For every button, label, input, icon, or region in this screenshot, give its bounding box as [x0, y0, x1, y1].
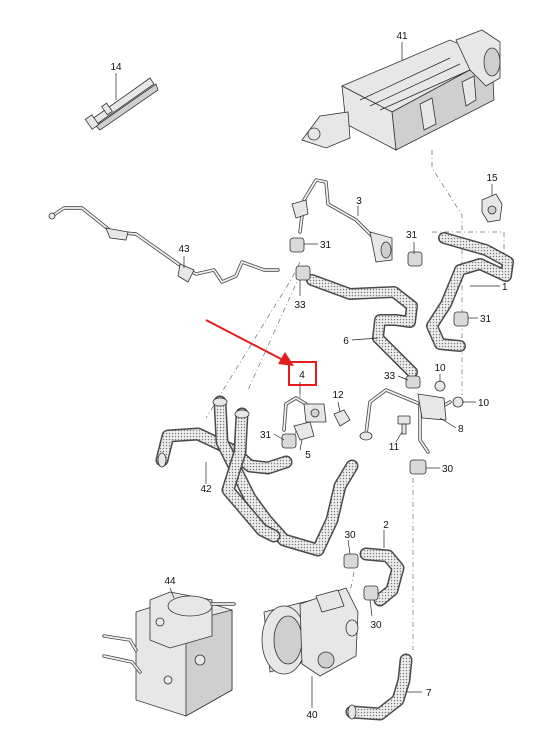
highlight-arrow	[205, 319, 284, 361]
label-15[interactable]: 15	[486, 173, 498, 184]
part-5-seal[interactable]	[293, 421, 315, 441]
clamp-33-upper[interactable]	[295, 265, 311, 281]
part-12-nut[interactable]	[333, 409, 351, 427]
label-14[interactable]: 14	[110, 62, 122, 73]
label-33-a[interactable]: 33	[294, 300, 306, 311]
label-30-a[interactable]: 30	[442, 464, 454, 475]
label-44[interactable]: 44	[164, 576, 176, 587]
clamp-31-far-right[interactable]	[453, 311, 469, 327]
label-31-d[interactable]: 31	[260, 430, 272, 441]
part-40-pump[interactable]	[261, 587, 359, 677]
seal-10-a[interactable]	[434, 380, 446, 392]
part-11-bolt[interactable]	[397, 415, 411, 435]
label-7[interactable]: 7	[426, 688, 432, 699]
part-6-hose[interactable]	[306, 274, 418, 378]
part-41-cooler[interactable]	[301, 29, 501, 151]
label-43[interactable]: 43	[178, 244, 190, 255]
label-41[interactable]: 41	[396, 31, 408, 42]
clamp-31-right[interactable]	[407, 251, 423, 267]
leader-lines	[115, 42, 500, 708]
label-5[interactable]: 5	[305, 450, 311, 461]
part-1-hose[interactable]	[426, 232, 514, 352]
highlight-part-4	[205, 319, 317, 386]
label-31-b[interactable]: 31	[406, 230, 418, 241]
label-10-b[interactable]: 10	[478, 398, 490, 409]
part-labels: 41 14 15 3 31 31 43 33 1 31 6 4 10 33 12…	[110, 31, 508, 721]
label-6[interactable]: 6	[343, 336, 349, 347]
highlight-box	[288, 361, 317, 386]
label-33-b[interactable]: 33	[384, 371, 396, 382]
clamp-30-low[interactable]	[363, 585, 379, 601]
part-44-housing[interactable]	[102, 591, 236, 717]
label-31-c[interactable]: 31	[480, 314, 492, 325]
part-8-pipe[interactable]	[359, 388, 452, 454]
clamp-31-upper[interactable]	[289, 237, 305, 253]
clamp-30-mid[interactable]	[343, 553, 359, 569]
part-43-pipe[interactable]	[48, 206, 280, 284]
label-30-c[interactable]: 30	[370, 620, 382, 631]
label-42[interactable]: 42	[200, 484, 212, 495]
label-40[interactable]: 40	[306, 710, 318, 721]
label-31-a[interactable]: 31	[320, 240, 332, 251]
clamp-31-lower[interactable]	[281, 433, 297, 449]
part-7-hose[interactable]	[345, 653, 413, 721]
label-1[interactable]: 1	[502, 282, 508, 293]
label-3[interactable]: 3	[356, 196, 362, 207]
part-14-clip[interactable]	[84, 77, 159, 131]
part-42-hose[interactable]	[155, 395, 359, 557]
label-8[interactable]: 8	[458, 424, 464, 435]
seal-10-b[interactable]	[452, 396, 464, 408]
part-15-clip[interactable]	[481, 193, 503, 223]
part-4-pipe[interactable]	[282, 396, 327, 432]
clamps-30-lower[interactable]	[343, 553, 379, 601]
label-11[interactable]: 11	[389, 442, 400, 453]
clamp-33-mid[interactable]	[405, 375, 421, 389]
clamp-30-right[interactable]	[409, 459, 427, 475]
label-10-a[interactable]: 10	[434, 363, 446, 374]
part-2-hose[interactable]	[359, 547, 405, 607]
label-30-b[interactable]: 30	[344, 530, 356, 541]
label-12[interactable]: 12	[332, 390, 344, 401]
label-2[interactable]: 2	[383, 520, 389, 531]
clamps-upper[interactable]	[289, 237, 469, 389]
part-3-pipe[interactable]	[291, 178, 393, 263]
label-4[interactable]: 4	[299, 370, 305, 381]
